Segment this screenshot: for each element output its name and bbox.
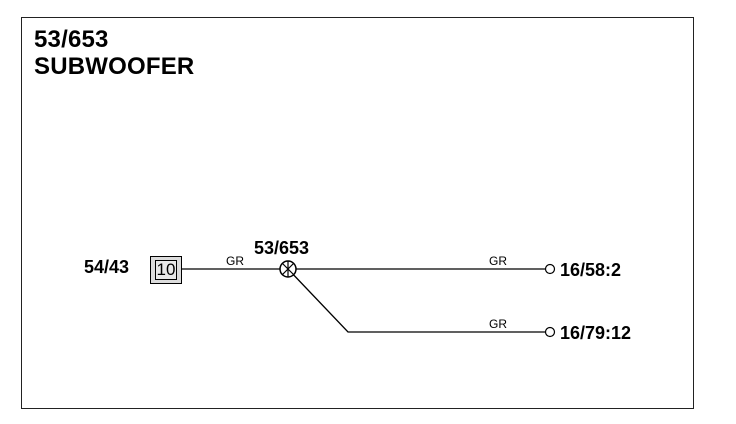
wire-splice-to-terminal-2 — [287, 268, 545, 333]
splice-icon — [279, 260, 297, 278]
terminal-1-label: 16/58:2 — [560, 260, 622, 280]
connector-pin-box: 10 — [150, 256, 182, 284]
wire-color-label-1: GR — [226, 254, 244, 268]
splice-label: 53/653 — [254, 238, 310, 258]
diagram-frame — [21, 17, 694, 409]
connector-pin-label: 10 — [154, 260, 178, 280]
terminal-1-icon — [544, 263, 556, 275]
terminal-2-icon — [544, 326, 556, 338]
wire-color-label-3: GR — [489, 317, 507, 331]
terminal-2-label: 16/79:12 — [560, 323, 632, 343]
diagram-name: SUBWOOFER — [34, 53, 195, 80]
source-component-label: 54/43 — [84, 257, 130, 277]
diagram-code: 53/653 — [34, 26, 109, 53]
wire-color-label-2: GR — [489, 254, 507, 268]
diagram-title: 53/653 SUBWOOFER — [34, 26, 194, 80]
